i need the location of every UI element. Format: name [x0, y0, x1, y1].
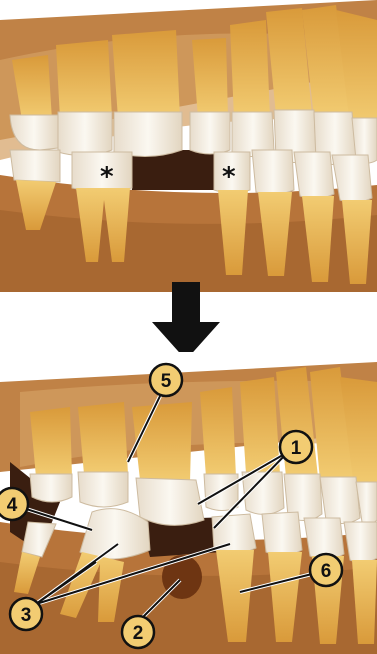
missing-tooth-marker-1: *: [100, 162, 114, 192]
before-panel: * *: [0, 0, 377, 292]
before-illustration: * *: [0, 0, 377, 292]
callout-5: 5: [150, 364, 182, 396]
after-illustration: 1 2 3 4 5 6: [0, 352, 377, 654]
svg-text:4: 4: [7, 495, 18, 516]
callout-1: 1: [280, 431, 312, 463]
callout-3: 3: [10, 598, 42, 630]
down-arrow-icon: [150, 282, 222, 360]
svg-text:5: 5: [161, 371, 172, 392]
callout-4: 4: [0, 488, 28, 520]
callout-2: 2: [122, 616, 154, 648]
svg-text:1: 1: [291, 438, 302, 459]
svg-text:3: 3: [21, 605, 32, 626]
missing-tooth-marker-2: *: [222, 162, 236, 192]
callout-6: 6: [310, 554, 342, 586]
after-panel: 1 2 3 4 5 6: [0, 352, 377, 654]
svg-text:2: 2: [133, 623, 144, 644]
svg-text:6: 6: [321, 561, 332, 582]
